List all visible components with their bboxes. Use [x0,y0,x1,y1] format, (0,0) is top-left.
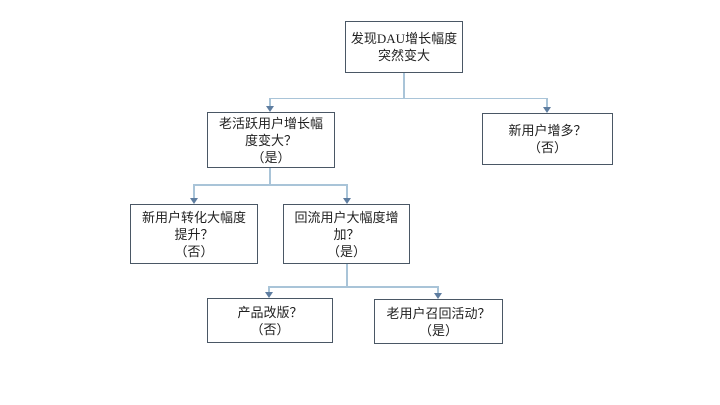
node-text-line: 发现DAU增长幅度 [350,31,458,46]
node-text-line: （否） [527,140,567,155]
connector-root-stem [403,73,405,99]
arrow-down-icon [265,292,273,298]
node-text-line: 回流用户大幅度增 [294,209,399,225]
connector-root-right-drop [546,98,548,107]
node-text-line: （是） [326,243,366,259]
flow-node-new-user-increase: 新用户增多？ （否） [482,113,613,165]
connector-l3-hbar [268,286,439,288]
node-text-line: 老活跃用户增长幅 [218,115,323,131]
connector-l2-stem [269,168,271,185]
arrow-down-icon [543,107,551,113]
connector-l3-stem [346,264,348,287]
arrow-down-icon [434,293,442,299]
arrow-down-icon [190,198,198,204]
node-text-line: 突然变大 [377,48,430,63]
node-text-line: 新用户转化大幅度 [141,209,246,225]
node-text-line: 提升？ [174,226,214,242]
flow-node-old-active-user-growth: 老活跃用户增长幅 度变大？ （是） [207,112,335,168]
node-text-line: 老用户召回活动？ [386,305,491,321]
connector-l3-right-drop [437,286,439,293]
node-text-line: （否） [250,321,290,337]
node-text-line: 新用户增多？ [508,123,587,138]
connector-l2-left-drop [193,184,195,198]
node-text-line: 加？ [333,226,360,242]
connector-l2-right-drop [346,184,348,198]
arrow-down-icon [343,198,351,204]
arrow-down-icon [266,106,274,112]
connector-root-left-drop [269,98,271,107]
flow-node-dau-growth-spike: 发现DAU增长幅度 突然变大 [345,21,463,73]
node-text-line: 度变大？ [244,132,297,148]
node-text-line: 产品改版？ [237,304,303,320]
connector-l3-left-drop [268,286,270,292]
node-text-line: （是） [251,149,291,165]
node-text-line: （是） [418,322,458,338]
connector-root-hbar [269,97,548,99]
node-text-line: （否） [174,243,214,259]
flow-node-new-user-conversion: 新用户转化大幅度 提升？ （否） [130,204,258,264]
flow-node-product-redesign: 产品改版？ （否） [207,298,333,343]
flow-node-returning-user-increase: 回流用户大幅度增 加？ （是） [283,204,410,264]
flow-node-old-user-recall-campaign: 老用户召回活动？ （是） [374,299,503,344]
connector-l2-hbar [193,184,348,186]
